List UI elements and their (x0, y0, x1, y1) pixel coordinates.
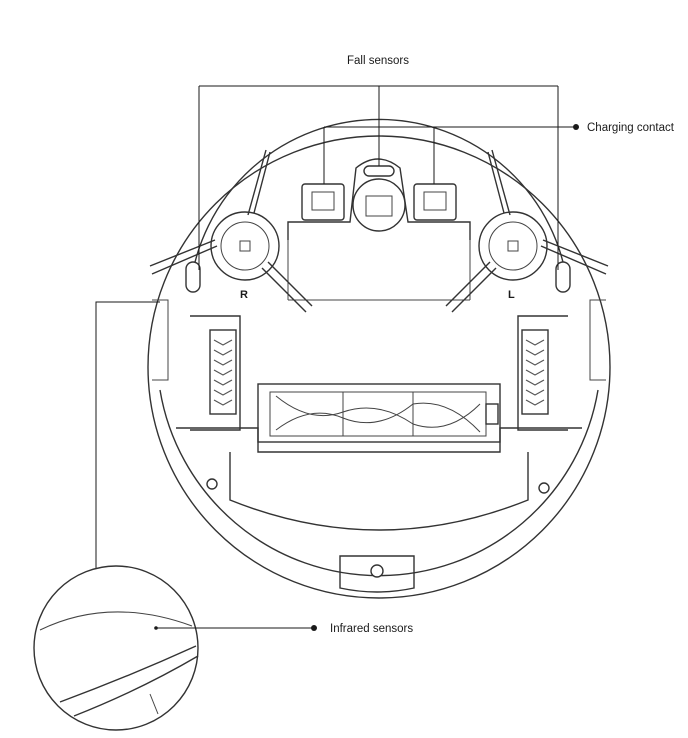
fall-sensor-top (363, 165, 395, 177)
infrared-sensors-label: Infrared sensors (330, 623, 413, 635)
dust-bin (176, 427, 582, 531)
caster-wheel (352, 178, 406, 232)
main-brush (257, 383, 501, 443)
drive-wheel-right (190, 315, 241, 431)
drive-wheel-left (517, 315, 568, 431)
callout-charging-contact: Charging contact (323, 122, 675, 184)
side-brush-left: L (445, 149, 609, 313)
callout-fall-sensors: Fall sensors (198, 55, 559, 270)
infrared-detail: Infrared sensors (33, 301, 413, 731)
fall-sensors-label: Fall sensors (347, 55, 409, 67)
brush-mark-r: R (240, 289, 248, 301)
brush-mark-l: L (508, 289, 515, 301)
top-module (287, 158, 471, 301)
rear-caster (339, 555, 415, 593)
side-brush-right: R (149, 149, 313, 313)
charging-contact-label: Charging contact (587, 122, 675, 134)
